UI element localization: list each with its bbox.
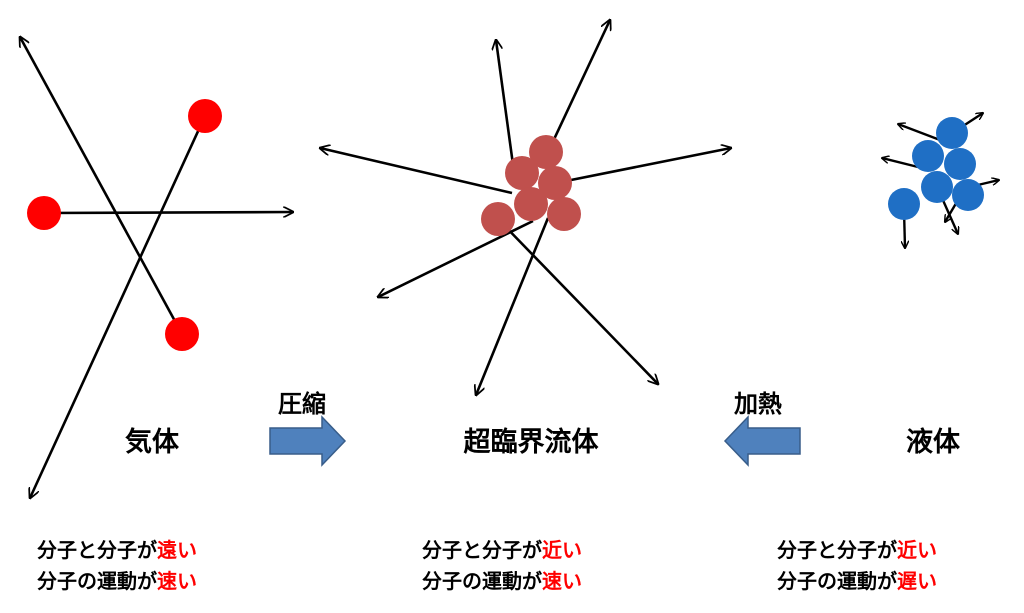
supercritical-motion-arrow [378,219,534,297]
liquid-molecule [912,140,944,172]
supercritical-motion-desc: 分子の運動が速い [422,569,582,593]
supercritical-motion-arrow [496,40,516,173]
liquid-motion-desc: 分子の運動が遅い [777,569,937,593]
left-arrow-icon [723,415,801,467]
compress-label: 圧縮 [278,390,326,418]
liquid-diagram [882,113,999,248]
supercritical-title: 超臨界流体 [464,427,600,458]
supercritical-motion-arrow [555,148,731,185]
liquid-molecule [936,117,968,149]
supercritical-molecule [538,166,572,200]
gas-title: 気体 [125,426,180,458]
liquid-molecule [888,188,920,220]
supercritical-molecule [505,156,539,190]
gas-molecule [27,196,61,230]
supercritical-motion-arrow [320,148,513,195]
gas-molecule [165,317,199,351]
gas-motion-arrow [30,115,207,498]
gas-motion-arrow [43,212,293,213]
liquid-molecule [952,179,984,211]
supercritical-molecule [547,197,581,231]
supercritical-diagram [320,20,731,395]
liquid-molecule [944,148,976,180]
supercritical-motion-arrow [497,218,658,384]
supercritical-distance-desc: 分子と分子が近い [422,538,582,562]
liquid-distance-desc: 分子と分子が近い [777,538,937,562]
supercritical-molecule [514,187,548,221]
liquid-title: 液体 [906,427,961,458]
liquid-motion-arrow [898,124,941,142]
liquid-motion-arrow [882,158,923,170]
liquid-molecule [921,171,953,203]
supercritical-molecule [481,202,515,236]
supercritical-motion-arrow [547,20,610,151]
gas-diagram [20,37,293,498]
supercritical-molecule [529,135,563,169]
gas-molecule [188,99,222,133]
right-arrow-icon [269,415,347,467]
gas-distance-desc: 分子と分子が遠い [37,538,197,562]
gas-motion-desc: 分子の運動が速い [37,569,197,593]
supercritical-motion-arrow [476,217,550,395]
heat-label: 加熱 [734,390,782,418]
gas-motion-arrow [20,37,184,335]
